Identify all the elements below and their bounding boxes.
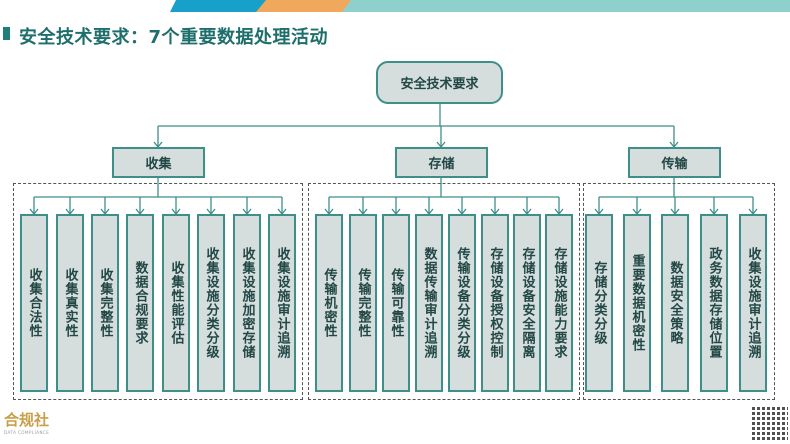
- requirement-node: 传输可靠性: [382, 214, 410, 392]
- requirement-node: 收集合法性: [20, 214, 48, 392]
- title-marker: [3, 27, 10, 40]
- requirement-node: 传输设备分类分级: [448, 214, 476, 392]
- header-stripe-teal: [342, 0, 790, 12]
- requirement-node: 政务数据存储位置: [700, 214, 728, 392]
- requirement-node: 收集设施分类分级: [197, 214, 225, 392]
- requirement-node: 重要数据机密性: [623, 214, 651, 392]
- logo-text: 合规社: [4, 411, 50, 429]
- qr-code: [752, 406, 788, 440]
- root-node: 安全技术要求: [376, 61, 503, 104]
- requirement-node: 收集设施审计追溯: [739, 214, 767, 392]
- category-node: 收集: [112, 147, 205, 178]
- requirement-node: 收集设施加密存储: [233, 214, 261, 392]
- category-node: 传输: [628, 147, 721, 178]
- logo-subtext: DATA COMPLIANCE: [4, 430, 50, 435]
- category-group: [13, 183, 303, 400]
- category-group: [583, 183, 775, 400]
- requirement-node: 传输机密性: [315, 214, 343, 392]
- category-node: 存储: [395, 147, 488, 178]
- requirement-node: 数据传输审计追溯: [415, 214, 443, 392]
- requirement-node: 收集真实性: [56, 214, 84, 392]
- header-stripe-blue: [170, 0, 270, 12]
- requirement-node: 收集完整性: [91, 214, 119, 392]
- requirement-node: 数据安全策略: [661, 214, 689, 392]
- requirement-node: 收集设施审计追溯: [268, 214, 296, 392]
- category-group: [308, 183, 580, 400]
- requirement-node: 存储设备授权控制: [481, 214, 509, 392]
- requirement-node: 存储设施能力要求: [545, 214, 573, 392]
- header-stripe-orange: [256, 0, 356, 12]
- requirement-node: 数据合规要求: [126, 214, 154, 392]
- requirement-node: 收集性能评估: [162, 214, 190, 392]
- requirement-node: 存储分类分级: [585, 214, 613, 392]
- page-title: 安全技术要求：7个重要数据处理活动: [19, 27, 329, 48]
- requirement-node: 传输完整性: [349, 214, 377, 392]
- requirement-node: 存储设备安全隔离: [513, 214, 541, 392]
